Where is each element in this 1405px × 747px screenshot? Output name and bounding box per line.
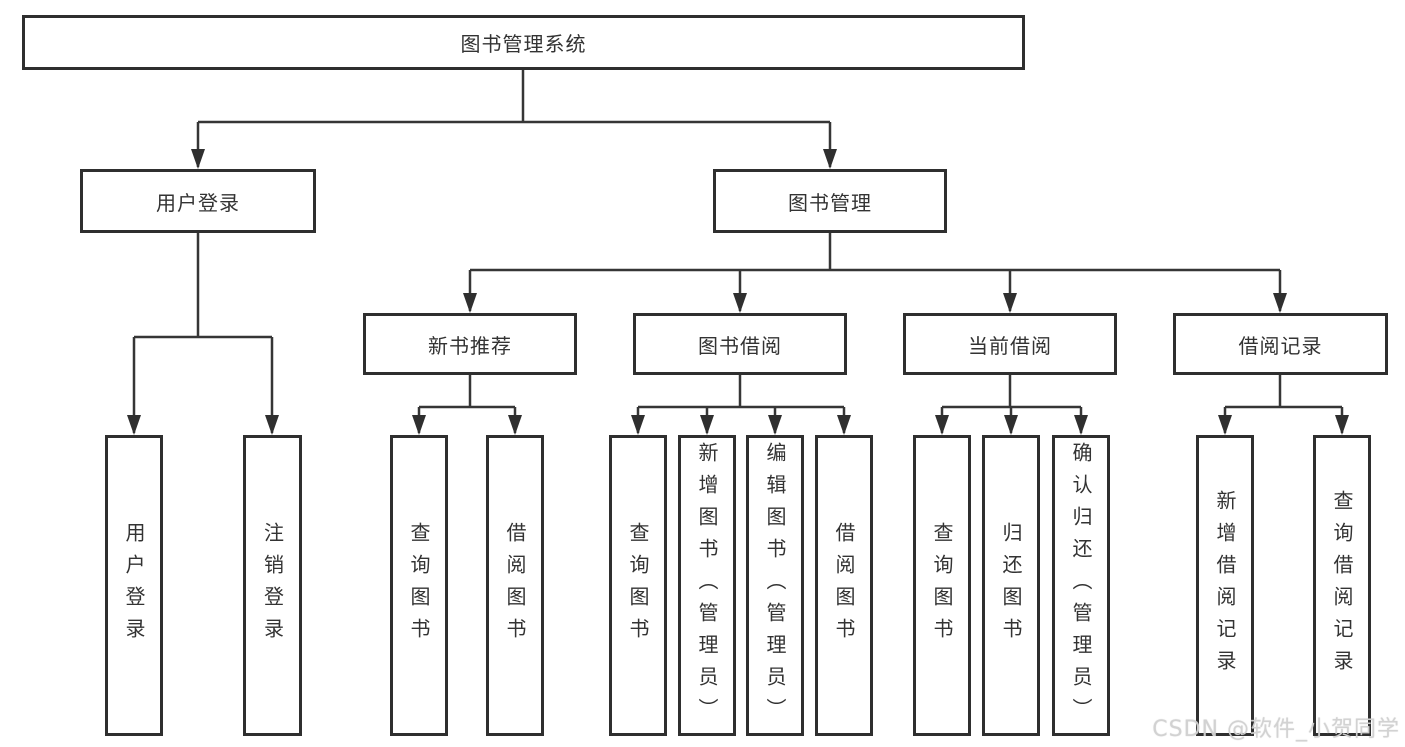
leaf-records-query: 查询借阅记录	[1313, 435, 1371, 736]
node-borrowing: 图书借阅	[633, 313, 847, 375]
connector-records	[1218, 375, 1349, 435]
leaf-user-login: 用户登录	[105, 435, 163, 736]
leaf-current-query-label: 查询图书	[930, 521, 954, 650]
node-current: 当前借阅	[903, 313, 1117, 375]
node-new-books: 新书推荐	[363, 313, 577, 375]
leaf-borrowing-query: 查询图书	[609, 435, 667, 736]
leaf-borrowing-query-label: 查询图书	[626, 521, 650, 650]
leaf-borrowing-add-label: 新增图书（管理员）	[695, 441, 719, 730]
leaf-current-confirm: 确认归还（管理员）	[1052, 435, 1110, 736]
connector-borrowing	[631, 375, 851, 435]
leaf-borrowing-borrow-label: 借阅图书	[832, 521, 856, 650]
leaf-current-confirm-label: 确认归还（管理员）	[1069, 441, 1093, 730]
leaf-borrowing-edit: 编辑图书（管理员）	[746, 435, 804, 736]
node-root-label: 图书管理系统	[460, 32, 587, 56]
leaf-user-login-label: 用户登录	[122, 521, 146, 650]
leaf-newbooks-borrow: 借阅图书	[486, 435, 544, 736]
leaf-records-add-label: 新增借阅记录	[1213, 489, 1237, 682]
node-current-label: 当前借阅	[968, 333, 1052, 358]
leaf-newbooks-query-label: 查询图书	[407, 521, 431, 650]
connector-current	[935, 375, 1088, 435]
leaf-borrowing-add: 新增图书（管理员）	[678, 435, 736, 736]
node-records: 借阅记录	[1173, 313, 1388, 375]
leaf-newbooks-borrow-label: 借阅图书	[503, 521, 527, 650]
csdn-watermark: CSDN @软件_小贺同学	[1152, 717, 1400, 742]
node-book-mgmt: 图书管理	[713, 169, 947, 233]
leaf-borrowing-edit-label: 编辑图书（管理员）	[763, 441, 787, 730]
leaf-current-return: 归还图书	[982, 435, 1040, 736]
leaf-logout-label: 注销登录	[260, 521, 285, 650]
leaf-current-return-label: 归还图书	[999, 521, 1023, 650]
connector-user-login	[127, 233, 279, 435]
leaf-newbooks-query: 查询图书	[390, 435, 448, 736]
leaf-records-add: 新增借阅记录	[1196, 435, 1254, 736]
node-root: 图书管理系统	[22, 15, 1025, 70]
connector-book-mgmt	[463, 233, 1287, 313]
connector-root	[191, 70, 837, 169]
connector-new-books	[412, 375, 522, 435]
node-book-mgmt-label: 图书管理	[788, 190, 872, 215]
node-user-login-label: 用户登录	[156, 190, 240, 215]
node-borrowing-label: 图书借阅	[698, 333, 782, 358]
leaf-logout: 注销登录	[243, 435, 302, 736]
leaf-borrowing-borrow: 借阅图书	[815, 435, 873, 736]
node-user-login: 用户登录	[80, 169, 316, 233]
node-records-label: 借阅记录	[1238, 333, 1323, 358]
leaf-current-query: 查询图书	[913, 435, 971, 736]
leaf-records-query-label: 查询借阅记录	[1330, 489, 1354, 682]
node-new-books-label: 新书推荐	[428, 333, 512, 358]
